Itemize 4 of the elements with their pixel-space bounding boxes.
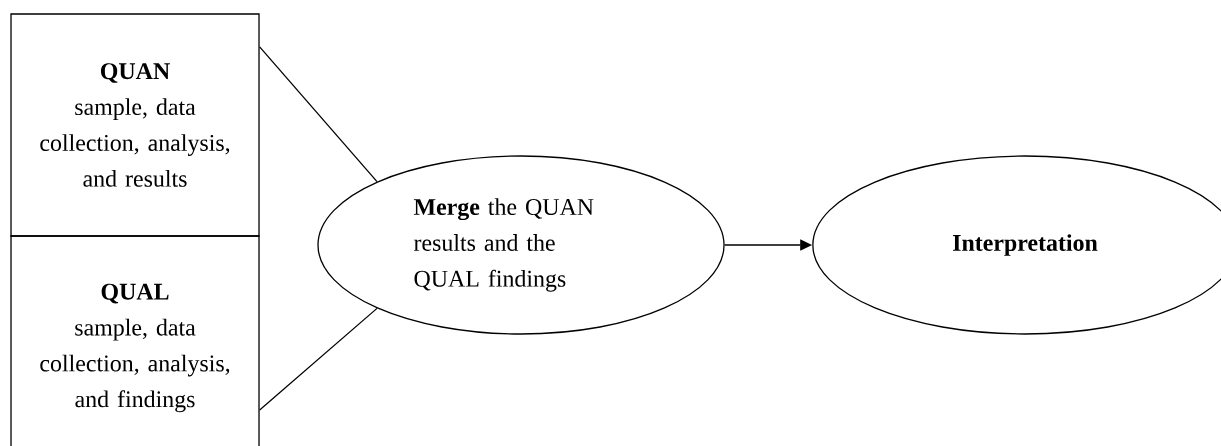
process-box: QUAL sample, data collection, analysis, and findings	[10, 235, 260, 446]
connector-line	[259, 307, 378, 411]
process-box: QUAN sample, data collection, analysis, and results	[10, 13, 260, 237]
connector-line	[259, 46, 378, 183]
